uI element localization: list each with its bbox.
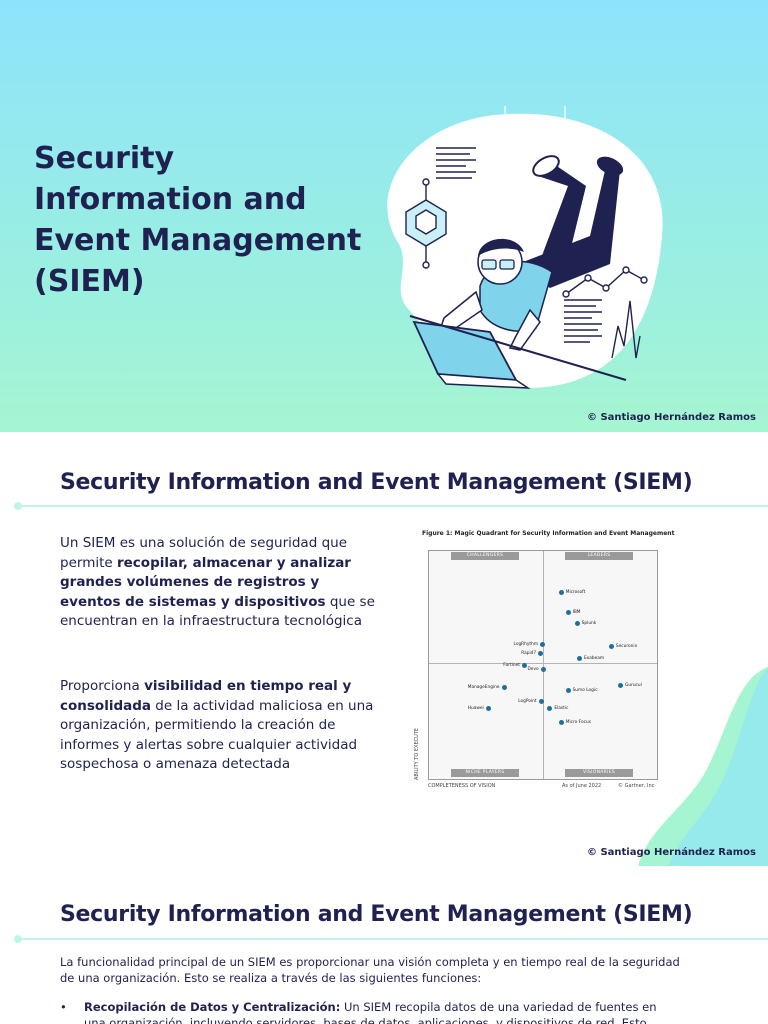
quadrant-plot: CHALLENGERS LEADERS NICHE PLAYERS VISION…: [428, 550, 658, 780]
gartner-copyright: © Gartner, Inc: [618, 783, 655, 789]
y-axis-label: ABILITY TO EXECUTE: [414, 728, 420, 780]
vendor-point-logrhythm: LogRhythm: [512, 641, 546, 647]
magic-quadrant-figure: Figure 1: Magic Quadrant for Security In…: [414, 530, 674, 792]
siem-overview-slide: Security Information and Event Managemen…: [0, 432, 768, 866]
vendor-point-exabeam: Exabeam: [576, 655, 606, 661]
vendor-point-huawei: Huawei: [466, 705, 491, 711]
vendor-point-ibm: IBM: [565, 610, 583, 616]
slide-heading: Security Information and Event Managemen…: [60, 470, 693, 495]
cover-slide: Security Information and Event Managemen…: [0, 0, 768, 432]
cover-title: Security Information and Event Managemen…: [34, 141, 362, 299]
quadrant-label-visionaries: VISIONARIES: [565, 769, 633, 777]
definition-paragraph: Un SIEM es una solución de seguridad que…: [60, 535, 375, 629]
vendor-point-gurucul: Gurucul: [618, 683, 644, 689]
bullet-text: Un SIEM recopila datos de una variedad d…: [84, 1000, 657, 1024]
heading-divider: [14, 935, 768, 943]
vendor-point-microsoft: Microsoft: [558, 589, 588, 595]
vendor-point-securonix: Securonix: [608, 644, 639, 650]
vendor-point-splunk: Splunk: [574, 621, 599, 627]
slide-heading: Security Information and Event Managemen…: [60, 902, 693, 927]
cover-credit: © Santiago Hernández Ramos: [586, 412, 756, 423]
vendor-point-fortinet: Fortinet: [501, 662, 527, 668]
vendor-point-micro-focus: Micro Focus: [558, 719, 593, 725]
slide-credit: © Santiago Hernández Ramos: [586, 847, 756, 858]
vendor-point-sumo-logic: Sumo Logic: [565, 687, 600, 693]
vendor-point-elastic: Elastic: [547, 705, 570, 711]
vendor-point-rapid7: Rapid7: [519, 651, 544, 657]
heading-divider: [14, 502, 768, 510]
decorative-blob: [638, 667, 768, 866]
quadrant-label-niche-players: NICHE PLAYERS: [451, 769, 519, 777]
as-of-date: As of June 2022: [562, 783, 602, 789]
bullet-marker: •: [60, 1000, 67, 1014]
intro-paragraph: La funcionalidad principal de un SIEM es…: [60, 955, 680, 985]
quadrant-label-leaders: LEADERS: [565, 552, 633, 560]
visibility-paragraph: Proporciona visibilidad en tiempo real y…: [60, 678, 374, 772]
x-axis-label: COMPLETENESS OF VISION: [428, 783, 496, 789]
vendor-point-devo: Devo: [526, 667, 546, 673]
vendor-point-manageengine: ManageEngine: [466, 685, 507, 691]
bullet-label: Recopilación de Datos y Centralización:: [84, 1000, 341, 1014]
siem-functions-slide: Security Information and Event Managemen…: [0, 866, 768, 1024]
vendor-point-logpoint: LogPoint: [516, 698, 544, 704]
quadrant-label-challengers: CHALLENGERS: [451, 552, 519, 560]
hacker-illustration: [387, 106, 663, 389]
figure-caption: Figure 1: Magic Quadrant for Security In…: [422, 530, 675, 537]
